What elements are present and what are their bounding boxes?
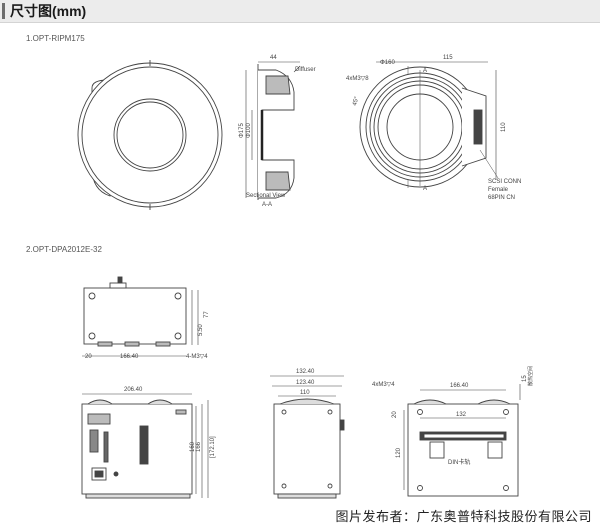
ring-light-front-view bbox=[77, 60, 223, 210]
top-width-dim: 166.40 bbox=[120, 354, 139, 360]
rear-height-label: 110 bbox=[501, 122, 507, 132]
front-height-dim-1: 160 bbox=[190, 441, 196, 452]
side-width-dim-2: 123.40 bbox=[296, 380, 315, 386]
outer-diameter-label: Φ175 bbox=[239, 123, 245, 138]
conn-label-1: SCSI CONN bbox=[488, 179, 521, 185]
ring-side-top-dim: 44 bbox=[270, 55, 277, 61]
controller-front-view bbox=[81, 393, 209, 499]
inner-diameter-label: Φ100 bbox=[246, 123, 252, 138]
top-offset-dim: 20 bbox=[85, 354, 92, 360]
dimension-header: 尺寸图(mm) bbox=[0, 0, 600, 23]
section-a-top: A bbox=[423, 68, 427, 74]
rear-angle-label: 45° bbox=[352, 96, 360, 107]
controller-side-view bbox=[270, 375, 345, 499]
section-a-bottom: A bbox=[423, 186, 427, 192]
bottom-inner-dim: 132 bbox=[456, 412, 467, 418]
section-name-label: A-A bbox=[262, 202, 272, 208]
top-height-dim-1: 77 bbox=[204, 311, 210, 318]
bottom-right-dim: 15 bbox=[522, 375, 528, 382]
bottom-right-note: 散热空间 bbox=[527, 366, 534, 386]
diffuser-label: Diffuser bbox=[295, 67, 316, 73]
ring-light-rear-view bbox=[359, 61, 499, 188]
front-width-dim: 206.40 bbox=[124, 387, 143, 393]
controller-top-view bbox=[82, 276, 199, 357]
rear-dia-label: Φ160 bbox=[380, 60, 395, 66]
side-width-dim-3: 110 bbox=[300, 390, 310, 396]
rear-width-label: 115 bbox=[443, 55, 453, 61]
sectional-view-label: Sectional View bbox=[246, 193, 286, 199]
top-holes-label: 4-M3▽4 bbox=[186, 354, 208, 360]
publisher-caption: 图片发布者：广东奥普特科技股份有限公司 bbox=[335, 509, 592, 524]
bottom-height-dim: 120 bbox=[396, 447, 402, 458]
din-rail-label: DIN卡轨 bbox=[448, 458, 470, 466]
controller-bottom-view bbox=[403, 384, 521, 497]
section-label-controller: 2.OPT-DPA2012E-32 bbox=[26, 245, 102, 254]
conn-label-3: 68PIN CN bbox=[488, 195, 515, 201]
section-label-ring-light: 1.OPT-RIPM175 bbox=[26, 34, 85, 43]
side-width-dim-1: 132.40 bbox=[296, 369, 315, 375]
front-height-dim-2: 166 bbox=[196, 441, 202, 452]
conn-label-2: Female bbox=[488, 187, 509, 193]
ring-light-sectional-view bbox=[245, 61, 301, 200]
front-height-dim-3: [172.10] bbox=[210, 436, 216, 458]
rear-holes-label: 4xM3▽8 bbox=[346, 76, 369, 82]
bottom-holes-label: 4xM3▽4 bbox=[372, 382, 395, 388]
header-accent-bar bbox=[2, 3, 5, 19]
header-title: 尺寸图(mm) bbox=[10, 3, 87, 19]
bottom-left-dim: 20 bbox=[392, 411, 398, 418]
top-height-dim-2: 5.50 bbox=[198, 324, 204, 336]
bottom-width-dim: 166.40 bbox=[450, 383, 469, 389]
